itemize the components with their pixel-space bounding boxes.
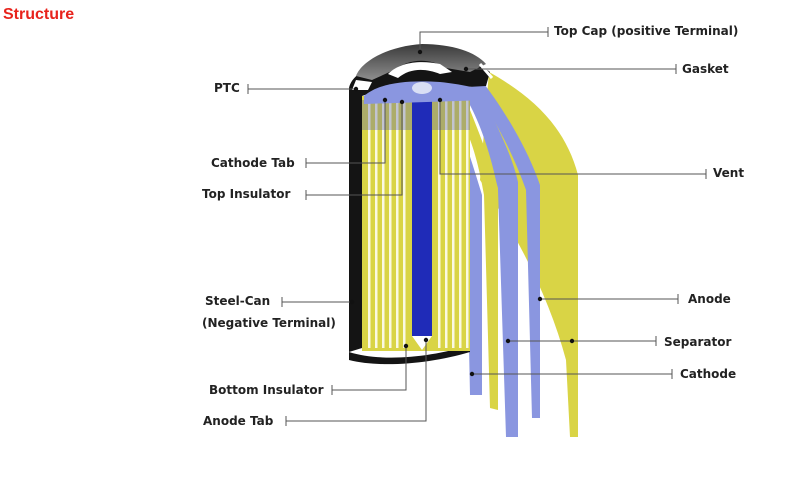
leader-dot [505, 338, 511, 344]
label-separator: Separator [664, 335, 732, 349]
vent-hole [412, 82, 432, 94]
leader-lines [247, 27, 707, 426]
page-title: Structure [3, 6, 75, 23]
steel-can-bottom [349, 345, 470, 365]
roll-layer-stripe [382, 100, 385, 348]
label-gasket: Gasket [682, 62, 729, 76]
leader-dot [423, 337, 429, 343]
leader-dot [382, 97, 388, 103]
leader-dot [353, 86, 359, 92]
center-core [412, 96, 432, 336]
roll-layer-stripe [389, 100, 392, 348]
label-vent: Vent [713, 166, 745, 180]
label-steel-can: Steel-Can [205, 294, 271, 308]
leader-dot [349, 299, 355, 305]
cathode-sheet [460, 100, 498, 410]
roll-layer-stripe [438, 100, 441, 348]
leader-dot [569, 338, 575, 344]
leader-line [306, 100, 386, 164]
roll-layer-stripe [403, 100, 406, 348]
label-top-cap: Top Cap (positive Terminal) [554, 24, 739, 38]
leader-line [439, 100, 706, 175]
label-cathode: Cathode [680, 367, 737, 381]
leader-dot [463, 66, 469, 72]
inner-blue-sheet [452, 120, 482, 395]
roll-layer-stripe [452, 100, 455, 348]
roll-layer-stripe [396, 100, 399, 348]
roll-layer-stripe [459, 100, 462, 348]
leader-dot [403, 343, 409, 349]
top-cap [356, 44, 486, 80]
leader-dot [437, 97, 443, 103]
leader-dot [537, 296, 543, 302]
roll-layer-stripe [466, 100, 469, 348]
leader-line [286, 340, 427, 422]
label-anode: Anode [688, 292, 731, 306]
separator-sheet-outer [470, 76, 540, 418]
leader-line [306, 102, 403, 196]
leader-line [419, 31, 548, 52]
roll-layer-stripe [368, 100, 371, 348]
label-cathode-tab: Cathode Tab [211, 156, 295, 170]
label-top-insulator: Top Insulator [202, 187, 291, 201]
leader-line [332, 346, 407, 391]
roll-layer-stripe [445, 100, 448, 348]
roll-layer-stripe [375, 100, 378, 348]
leader-dot [399, 99, 405, 105]
label-ptc: PTC [214, 81, 240, 95]
gasket-edge [478, 63, 494, 79]
separator-sheet [466, 82, 518, 437]
leader-dot [417, 49, 423, 55]
label-negative-terminal: (Negative Terminal) [202, 316, 336, 330]
label-anode-tab: Anode Tab [203, 414, 274, 428]
leader-dot [469, 371, 475, 377]
top-cap-highlight [388, 62, 452, 78]
label-bottom-insulator: Bottom Insulator [209, 383, 324, 397]
